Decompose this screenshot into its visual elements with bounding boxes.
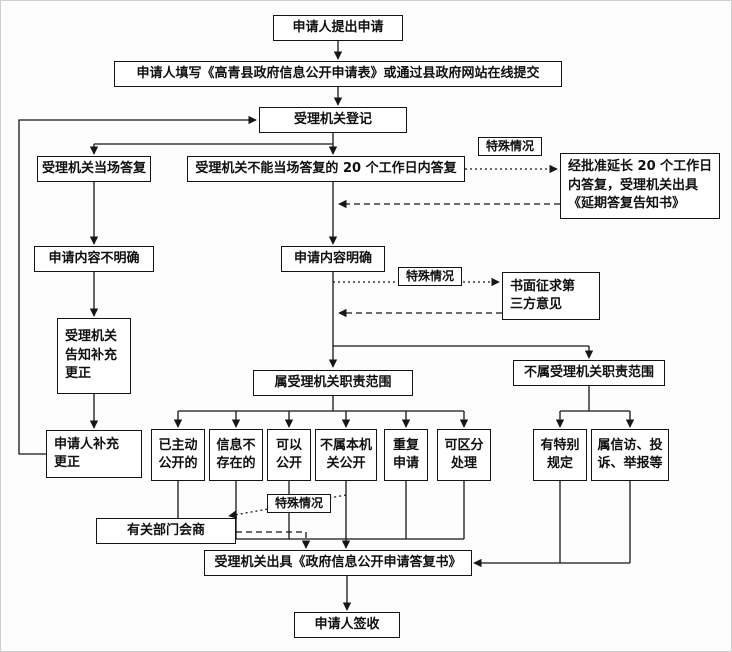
node-special-case-1: 特殊情况 (478, 137, 542, 156)
node-not-onsite-reply: 受理机关不能当场答复的 20 个工作日内答复 (187, 156, 465, 182)
node-special-rules: 有特别 规定 (533, 429, 587, 481)
edge-supplement-loop-to-register (18, 115, 257, 455)
node-not-this-org: 不属本机 关公开 (315, 429, 377, 481)
node-content-unclear: 申请内容不明确 (34, 246, 154, 272)
node-info-not-exist: 信息不 存在的 (209, 429, 263, 481)
node-onsite-reply: 受理机关当场答复 (37, 156, 151, 182)
node-register: 受理机关登记 (259, 107, 407, 133)
node-content-clear: 申请内容明确 (281, 246, 385, 272)
edge-consult-to-reply (236, 531, 311, 549)
node-in-scope: 属受理机关职责范围 (253, 370, 413, 396)
node-apply: 申请人提出申请 (273, 15, 403, 41)
special-case-connectors (228, 164, 560, 549)
node-applicant-sign: 申请人签收 (294, 612, 400, 638)
node-special-case-2: 特殊情况 (398, 267, 462, 286)
node-third-party: 书面征求第 三方意见 (502, 272, 600, 320)
node-fill-form: 申请人填写《高青县政府信息公开申请表》或通过县政府网站在线提交 (114, 61, 562, 87)
node-applicant-supplement: 申请人补充 更正 (46, 430, 142, 478)
node-extend-reply: 经批准延长 20 个工作日 内答复，受理机关出具 《延期答复告知书》 (560, 153, 720, 219)
solid-connectors (18, 41, 635, 611)
node-repeat-application: 重复 申请 (384, 429, 428, 481)
node-can-be-public: 可以 公开 (267, 429, 311, 481)
node-notify-supplement: 受理机关 告知补充 更正 (57, 318, 131, 394)
node-out-of-scope: 不属受理机关职责范围 (513, 360, 665, 386)
node-petition-complaint: 属信访、投 诉、举报等 (591, 429, 669, 481)
node-reply-document: 受理机关出具《政府信息公开申请答复书》 (204, 550, 472, 576)
node-separable-handling: 可区分 处理 (437, 429, 491, 481)
node-special-case-3: 特殊情况 (267, 494, 331, 513)
node-dept-consult: 有关部门会商 (96, 518, 236, 544)
node-already-public: 已主动 公开的 (151, 429, 205, 481)
